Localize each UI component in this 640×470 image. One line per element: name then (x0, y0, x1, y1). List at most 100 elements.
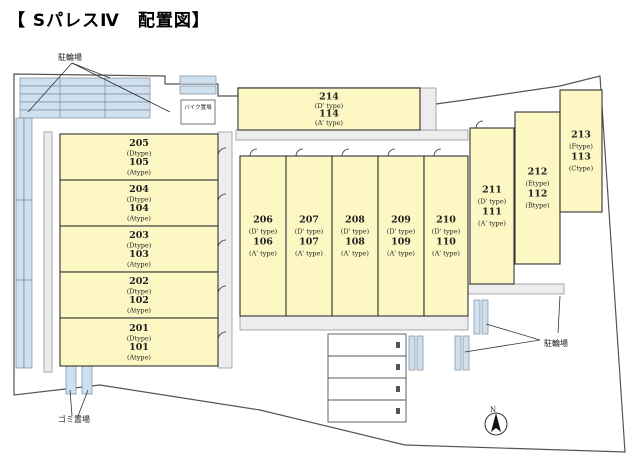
svg-text:N: N (490, 406, 496, 414)
unit-number: 111 (482, 207, 502, 218)
unit-type: (A' type) (295, 250, 323, 258)
bike-parking-label-top: 駐輪場 (58, 52, 82, 62)
unit-box (559, 89, 603, 213)
motorbike-parking-label: バイク置場 (184, 103, 212, 111)
unit-number: 105 (129, 157, 149, 168)
unit-box (469, 127, 515, 285)
unit-205: 205(Dtype)105(Atype) (59, 133, 219, 181)
unit-209: 209(D' type)109(A' type) (377, 155, 425, 317)
unit-type: (D' type) (249, 228, 278, 236)
unit-210: 210 (D' type)110 (A' type) (423, 155, 469, 317)
unit-type: (Dtype) (127, 195, 152, 203)
unit-type: (Ctype) (569, 165, 594, 173)
page-title: 【 SパレスⅣ 配置図】 (8, 11, 210, 31)
car-parking (327, 333, 407, 423)
unit-number: 110 (436, 237, 456, 248)
trash-label: ゴミ置場 (58, 414, 90, 424)
trash-leaders (69, 389, 89, 417)
unit-number: 205 (129, 138, 149, 149)
unit-number: 212 (528, 167, 548, 178)
unit-type: (A' type) (315, 119, 343, 127)
unit-number: 113 (571, 152, 591, 163)
unit-206: 206 (D' type)106 (A' type) (239, 155, 287, 317)
unit-type: (A' type) (341, 250, 369, 258)
unit-type: (D' type) (432, 228, 461, 236)
unit-type: (D' type) (295, 228, 324, 236)
unit-number: 214 (319, 91, 339, 102)
corridor-south (239, 315, 469, 331)
unit-214: 214(D' type)114(A' type) (237, 87, 421, 131)
unit-box (59, 133, 219, 181)
corridor-left-block (217, 131, 233, 369)
unit-number: 209 (391, 215, 411, 226)
unit-type: (A' type) (249, 250, 277, 258)
unit-number: 203 (129, 230, 149, 241)
unit-number: 208 (345, 215, 365, 226)
unit-number: 101 (129, 342, 149, 353)
unit-number: 112 (528, 189, 548, 200)
unit-number: 103 (129, 249, 149, 260)
bike-parking-west (15, 117, 33, 369)
unit-type: (Atype) (127, 353, 151, 361)
unit-number: 201 (129, 323, 149, 334)
unit-number: 108 (345, 237, 365, 248)
unit-box (59, 271, 219, 319)
units-layer: 205(Dtype)105(Atype)204(Dtype)104(Atype)… (59, 87, 603, 367)
unit-type: (A' type) (432, 250, 460, 258)
bike-parking-leaders-top (27, 62, 171, 113)
unit-type: (Dtype) (127, 334, 152, 342)
unit-type: (D' type) (387, 228, 416, 236)
unit-box (514, 111, 561, 265)
unit-type: (D' type) (478, 198, 507, 206)
unit-box (59, 317, 219, 367)
corridor-north (235, 129, 469, 141)
parking-marks (396, 342, 400, 414)
unit-type: (Atype) (127, 260, 151, 268)
unit-type: (Atype) (127, 168, 151, 176)
unit-type: (Dtype) (127, 149, 152, 157)
unit-box (423, 155, 469, 317)
unit-212: 212(Etype)112(Btype) (514, 111, 561, 265)
trash-area (65, 363, 93, 395)
unit-box (331, 155, 379, 317)
unit-208: 208 (D' type)108 (A' type) (331, 155, 379, 317)
bike-parking-bottom-right (408, 299, 489, 371)
unit-number: 114 (319, 108, 339, 119)
unit-type: (Ftype) (569, 143, 593, 151)
unit-box (59, 179, 219, 227)
north-arrow-icon: N (484, 406, 508, 436)
unit-number: 202 (129, 276, 149, 287)
unit-box (377, 155, 425, 317)
unit-type: (D' type) (315, 102, 344, 110)
unit-type: (Btype) (525, 202, 550, 210)
unit-number: 106 (253, 237, 273, 248)
unit-number: 206 (253, 215, 273, 226)
west-walkway (43, 131, 53, 373)
unit-204: 204(Dtype)104(Atype) (59, 179, 219, 227)
unit-211: 211(D' type)111(A' type) (469, 127, 515, 285)
unit-number: 204 (129, 184, 149, 195)
unit-202: 202(Dtype)102(Atype) (59, 271, 219, 319)
bike-parking-top-left (19, 75, 217, 119)
unit-type: (Atype) (127, 214, 151, 222)
unit-203: 203(Dtype)103(Atype) (59, 225, 219, 273)
corridor-east (467, 283, 565, 295)
unit-213: 213 (Ftype)113 (Ctype) (559, 89, 603, 213)
unit-box (237, 87, 421, 131)
unit-201: 201(Dtype)101(Atype) (59, 317, 219, 367)
unit-number: 104 (129, 203, 149, 214)
unit-number: 102 (129, 295, 149, 306)
unit-number: 213 (571, 130, 591, 141)
unit-type: (A' type) (478, 220, 506, 228)
unit-number: 210 (436, 215, 456, 226)
unit-type: (Atype) (127, 306, 151, 314)
unit-number: 207 (299, 215, 319, 226)
unit-type: (D' type) (341, 228, 370, 236)
bike-parking-leaders-bottom (464, 295, 561, 353)
unit-type: (Dtype) (127, 241, 152, 249)
unit-number: 107 (299, 237, 319, 248)
unit-type: (Dtype) (127, 287, 152, 295)
bike-parking-label-bottom: 駐輪場 (544, 338, 568, 348)
unit-type: (A' type) (387, 250, 415, 258)
